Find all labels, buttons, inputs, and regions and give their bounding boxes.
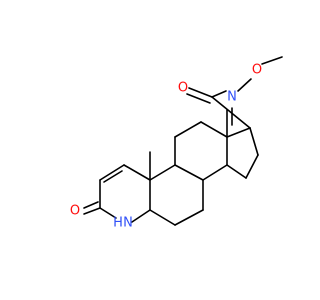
bond-c17-camide (211, 96, 251, 129)
bond-c5-c6 (149, 209, 176, 226)
lactam-hydrogen-label: H (113, 216, 123, 231)
bond-c3-n4 (99, 207, 117, 219)
bond-c3-o-b (83, 201, 99, 209)
bond-c3-o-a (83, 207, 101, 215)
bond-c10-c1 (123, 164, 151, 181)
bond-c14-c8 (202, 164, 228, 181)
amide-nitrogen-label: N (227, 90, 237, 105)
lactam-nitrogen-label: N (123, 216, 133, 231)
atom-labels: O N O O N H (70, 63, 262, 231)
bond-c1-c2 (99, 164, 125, 181)
bond-c11-c12 (174, 121, 202, 138)
methoxy-oxygen-label: O (252, 63, 262, 78)
bond-c9-c10 (149, 164, 176, 181)
amide-carbonyl-oxygen-label: O (178, 81, 188, 96)
bond-c17-c16 (249, 127, 259, 156)
bond-c1-c2-double (103, 170, 123, 183)
bond-skeleton (83, 56, 283, 226)
bond-c8-c9 (174, 164, 204, 181)
bond-c6-c7 (174, 209, 204, 226)
bond-o-methyl (261, 56, 283, 65)
molecule-structure: O N O O N H (70, 56, 283, 231)
bond-n-omethoxy (237, 78, 252, 92)
bond-c12-c13 (200, 121, 228, 138)
bond-camide-o-a (188, 87, 213, 98)
bond-c16-c15 (245, 154, 259, 179)
bond-camide-n (211, 90, 227, 98)
bond-n4-c5 (131, 209, 151, 223)
bond-c13-c17 (226, 127, 251, 138)
lactam-oxygen-label: O (70, 204, 80, 219)
bond-c15-c14 (226, 164, 247, 179)
bond-camide-o-b (186, 93, 211, 104)
